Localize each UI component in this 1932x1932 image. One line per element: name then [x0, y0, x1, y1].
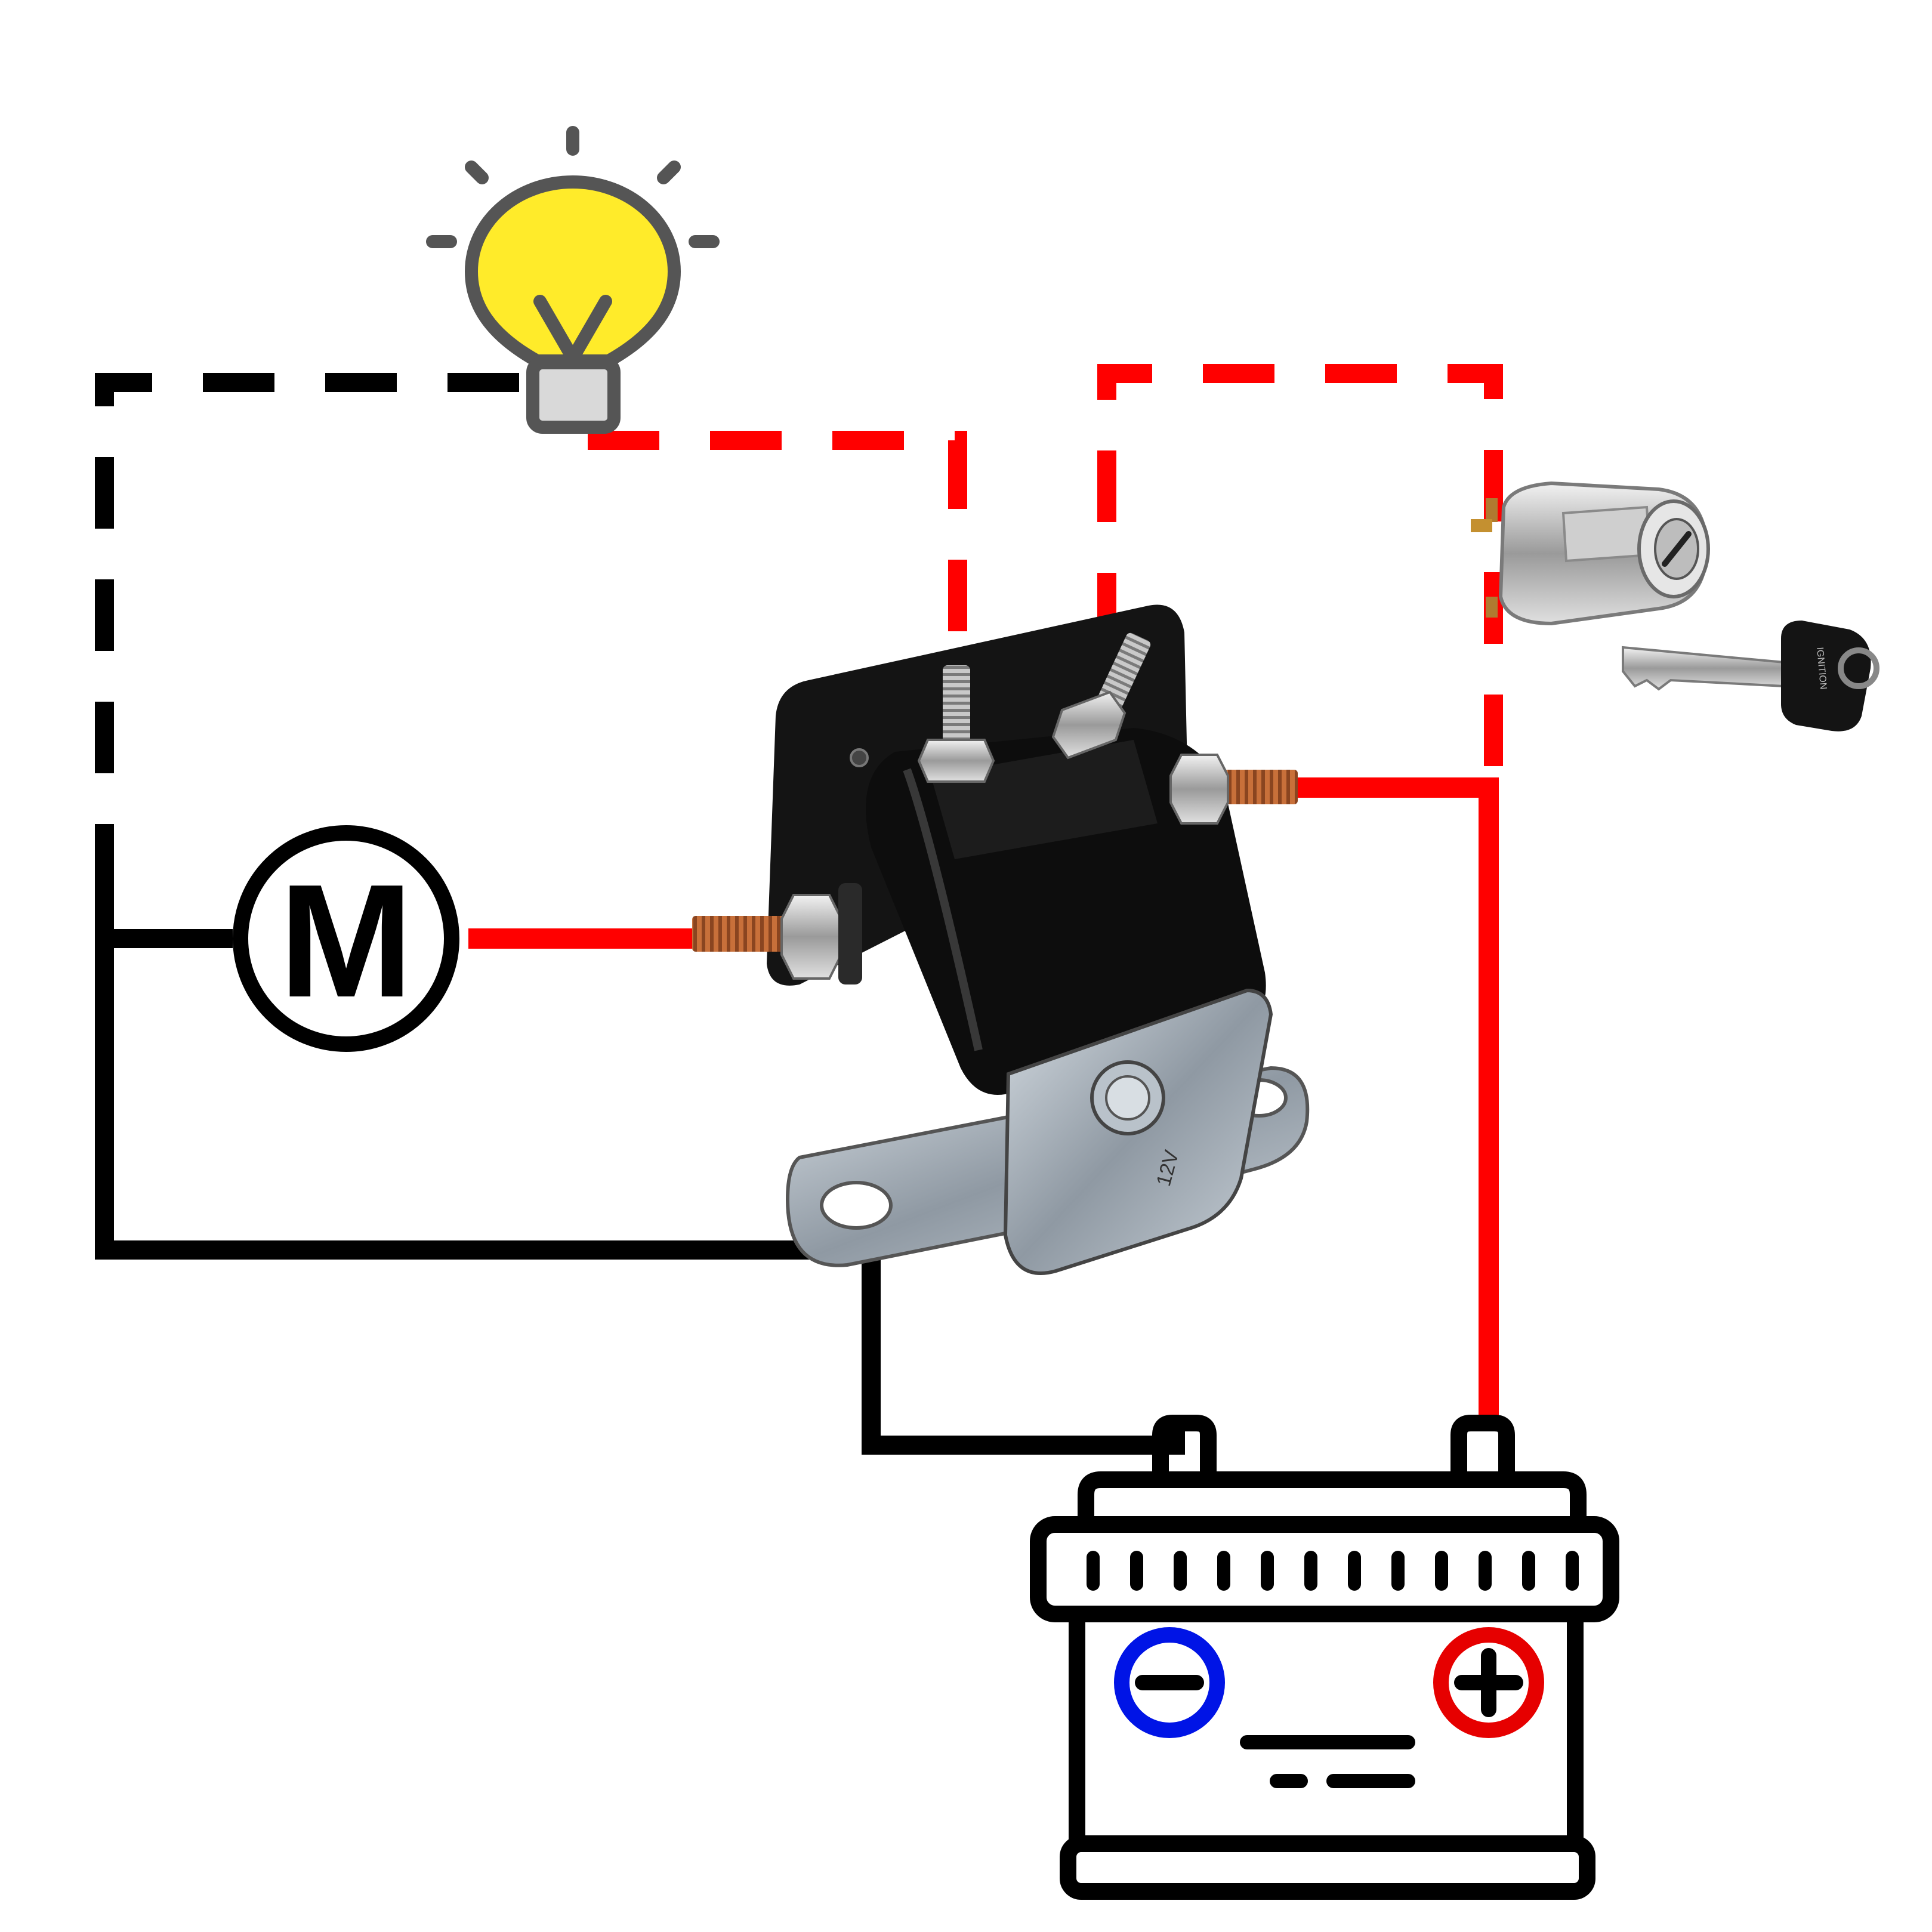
- solenoid-to-ignition-dashed-wire: [1097, 364, 1503, 788]
- motor-symbol-letter: M: [279, 851, 413, 1031]
- battery-negative-terminal-symbol: [1114, 1627, 1225, 1738]
- ignition-key-label: IGNITION: [1814, 647, 1828, 690]
- battery-positive-wire: [1295, 777, 1499, 1423]
- solenoid-small-stud-left: [917, 665, 995, 783]
- solenoid-relay: 12V: [692, 604, 1310, 1275]
- solenoid-motor-stud: [692, 883, 862, 984]
- ignition-switch-icon: [1471, 481, 1710, 626]
- light-bulb-icon: [426, 126, 720, 434]
- solenoid-battery-stud: [1169, 754, 1298, 825]
- solenoid-small-stud-right: [1051, 632, 1151, 760]
- motor-symbol: M: [233, 825, 459, 1052]
- ignition-key-icon: IGNITION: [1622, 621, 1879, 732]
- battery-positive-terminal-symbol: [1433, 1627, 1544, 1738]
- battery-negative-post: [1152, 1415, 1217, 1480]
- car-battery-icon: [1030, 1415, 1619, 1900]
- battery-positive-post: [1450, 1415, 1515, 1480]
- ground-wire-dashed-bulb: [95, 373, 519, 925]
- bulb-to-solenoid-dashed-wire: [588, 431, 967, 680]
